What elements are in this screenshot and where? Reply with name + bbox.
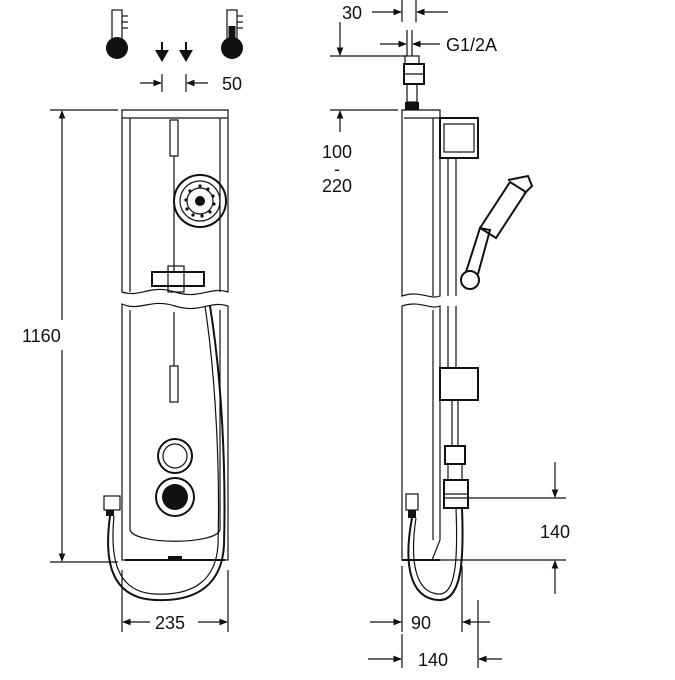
side-depth-label: 90 xyxy=(411,613,431,633)
offset-min-label: 100 xyxy=(322,142,352,162)
offset-max-label: 220 xyxy=(322,176,352,196)
offset-separator: - xyxy=(334,159,340,179)
down-arrow-icon xyxy=(179,42,193,62)
thermometer-cold-icon xyxy=(106,9,128,59)
side-total-dimension: 140 xyxy=(368,600,502,670)
height-dimension: 1160 xyxy=(22,109,118,563)
thread-dimension: G1/2A xyxy=(380,30,497,56)
top-width-dimension: 30 xyxy=(342,0,448,23)
thermometer-hot-icon xyxy=(221,9,243,59)
height-label: 1160 xyxy=(22,326,61,346)
lower-height-label: 140 xyxy=(540,522,570,542)
side-total-label: 140 xyxy=(418,650,448,670)
inlet-spacing-dimension: 50 xyxy=(140,74,242,94)
offset-dimension: 100 - 220 xyxy=(322,22,406,196)
side-depth-dimension: 90 xyxy=(370,566,490,633)
top-width-label: 30 xyxy=(342,3,362,23)
front-width-dimension: 235 xyxy=(121,570,229,633)
lower-height-dimension: 140 xyxy=(440,462,570,594)
thread-label: G1/2A xyxy=(446,35,497,55)
front-width-label: 235 xyxy=(155,613,185,633)
inlet-spacing-label: 50 xyxy=(222,74,242,94)
down-arrow-icon xyxy=(155,42,169,62)
front-view xyxy=(103,109,229,602)
side-view xyxy=(401,55,534,602)
